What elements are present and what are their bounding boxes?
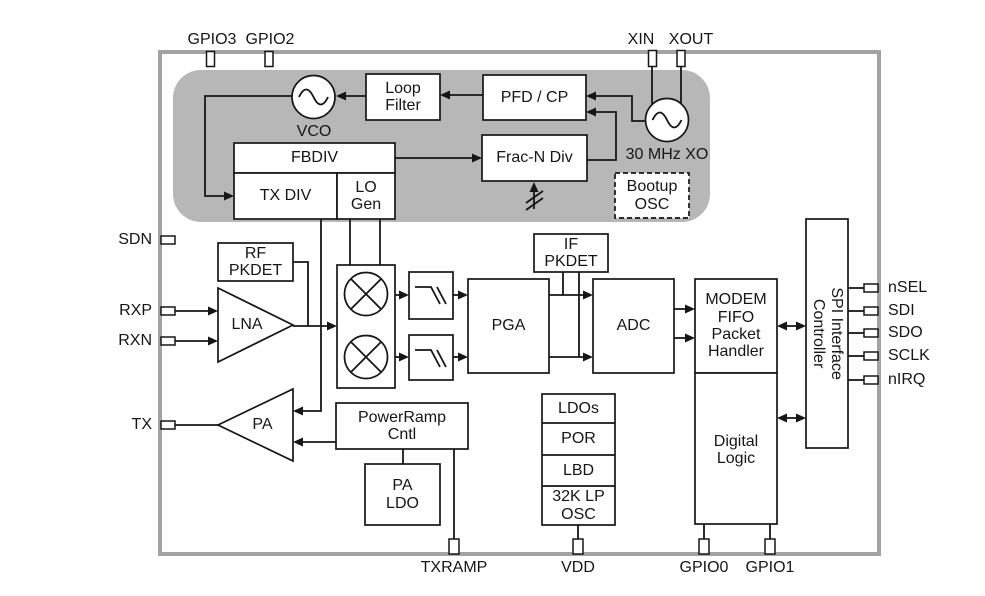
pin-sdn	[160, 235, 176, 245]
pin-xout	[676, 49, 686, 68]
block-loop-filter	[365, 73, 441, 121]
block-filter-i	[408, 271, 454, 320]
block-digital-logic	[694, 372, 778, 525]
block-if-pkdet	[533, 233, 609, 273]
blocks	[217, 73, 849, 526]
block-filter-q	[408, 334, 454, 381]
arrowheads	[208, 90, 806, 447]
block-modem	[694, 278, 778, 374]
pin-gpio3	[205, 50, 216, 68]
block-bootup-osc	[614, 172, 690, 219]
xo-sine-icon	[651, 111, 683, 129]
block-frac-n-div	[481, 134, 588, 182]
block-rf-pkdet	[217, 242, 294, 282]
block-powerramp-cntl	[335, 402, 469, 450]
lowpass-filter-q-icon	[415, 349, 447, 368]
bus-slash-icon	[525, 190, 544, 211]
block-adc	[592, 278, 675, 374]
pin-rxp	[160, 306, 176, 316]
pin-vdd	[572, 538, 584, 555]
block-pa-ldo	[364, 463, 441, 526]
pin-sdi	[863, 306, 879, 316]
pin-xin	[647, 49, 658, 68]
chip-pins	[160, 49, 879, 555]
mixer-q-x	[350, 341, 382, 373]
glyphs	[216, 74, 690, 463]
pa-amplifier-icon	[216, 387, 294, 463]
block-tx-div	[233, 172, 338, 220]
pin-txramp	[448, 538, 460, 555]
pin-gpio2	[264, 50, 274, 68]
pin-sclk	[863, 351, 879, 361]
chip-outline	[158, 50, 881, 556]
pin-sdo	[863, 328, 879, 338]
lowpass-filter-i-icon	[415, 286, 447, 305]
ldo-stack-dividers	[542, 422, 615, 487]
vco-sine-icon	[298, 88, 329, 106]
pin-nsel	[863, 283, 879, 293]
pin-gpio0	[698, 538, 710, 555]
block-pfd-cp	[482, 74, 587, 121]
mixer-i-x	[350, 278, 382, 310]
pin-nirq	[863, 375, 879, 385]
block-pga	[467, 278, 550, 374]
pin-gpio1	[764, 538, 776, 555]
block-fbdiv	[233, 142, 396, 174]
lna-amplifier-icon	[217, 286, 295, 364]
block-ldo-stack	[541, 393, 616, 526]
block-lo-gen	[336, 172, 396, 220]
block-spi	[805, 218, 849, 449]
pin-tx	[160, 420, 176, 430]
pin-rxn	[160, 336, 176, 346]
